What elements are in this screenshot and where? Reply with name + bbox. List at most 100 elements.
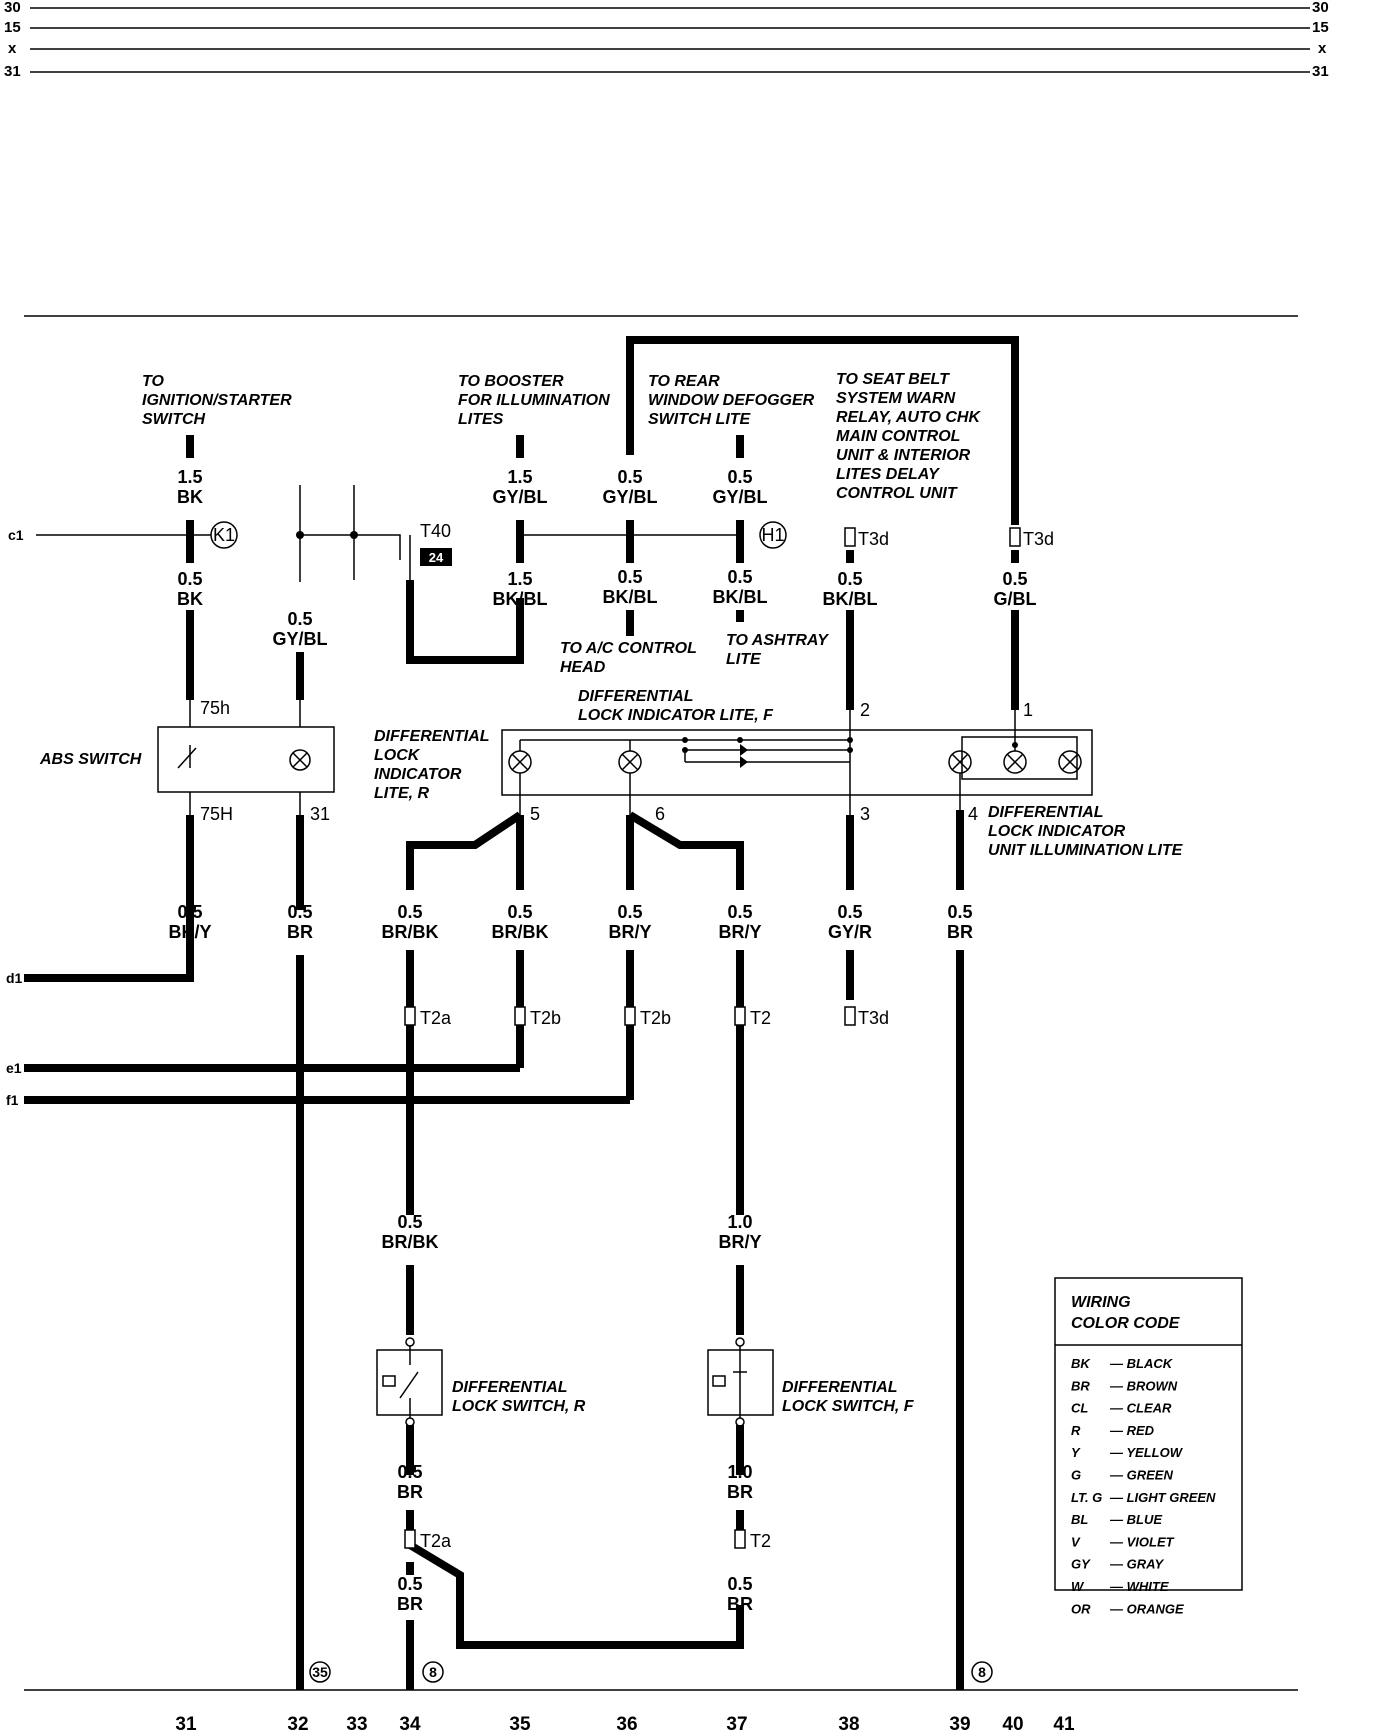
ground-35-label: 35	[312, 1664, 328, 1680]
wire-16-color: BR/Y	[608, 922, 651, 942]
svg-text:0.5GY/BL: 0.5GY/BL	[602, 467, 657, 507]
wire-8-color: GY/BL	[712, 487, 767, 507]
bus-label-31-left: 31	[4, 63, 21, 80]
note-defogger-2: WINDOW DEFOGGER	[648, 392, 815, 409]
k1-marker	[210, 521, 238, 549]
ground-35-marker	[309, 1661, 331, 1683]
note-diff-lite-r-4: LITE, R	[374, 785, 430, 802]
note-defogger-1: TO REAR	[648, 373, 720, 390]
note-diff-lite-f-1: DIFFERENTIAL	[578, 688, 694, 705]
wire-14-color: BR/BK	[382, 922, 439, 942]
wire-15-color: BR/BK	[492, 922, 549, 942]
wire-22-color: BR	[397, 1482, 423, 1502]
note-seatbelt-5: UNIT & INTERIOR	[836, 447, 971, 464]
legend-code-9: GY	[1071, 1557, 1091, 1572]
note-diff-unit-3: UNIT ILLUMINATION LITE	[988, 842, 1184, 859]
note-diff-lite-r-2: LOCK	[374, 747, 421, 764]
plug-symbols	[404, 527, 1021, 1549]
wires	[24, 336, 1019, 1690]
t3d-label-2: T3d	[1023, 529, 1054, 549]
svg-text:0.5BR/Y: 0.5BR/Y	[718, 902, 761, 942]
pin-6: 6	[655, 804, 665, 824]
note-seatbelt-3: RELAY, AUTO CHK	[836, 409, 981, 426]
legend-color-6: — LIGHT GREEN	[1109, 1490, 1216, 1505]
wire-8-size: 0.5	[727, 467, 752, 487]
t40-pin-badge	[420, 548, 452, 566]
note-diff-unit-2: LOCK INDICATOR	[988, 823, 1126, 840]
note-diff-lite-f-2: LOCK INDICATOR LITE, F	[578, 707, 774, 724]
legend-title-1: WIRING	[1071, 1294, 1131, 1311]
pin-75h: 75h	[200, 698, 230, 718]
wire-3-color: GY/BL	[272, 629, 327, 649]
legend-color-0: — BLACK	[1109, 1356, 1174, 1371]
svg-text:0.5BR/BK: 0.5BR/BK	[492, 902, 549, 942]
legend-code-2: CL	[1071, 1401, 1088, 1416]
bus-label-15-left: 15	[4, 19, 21, 36]
wire-3-size: 0.5	[287, 609, 312, 629]
legend-color-7: — BLUE	[1109, 1512, 1162, 1527]
bus-label-30-right: 30	[1312, 0, 1329, 16]
note-diff-lite-r-3: INDICATOR	[374, 766, 462, 783]
differential-lock-indicator-box	[501, 710, 1093, 815]
bus-label-x-right: x	[1318, 40, 1327, 57]
legend-code-3: R	[1071, 1423, 1081, 1438]
left-references: c1 d1 e1 f1	[6, 527, 24, 1108]
wire-19-size: 0.5	[947, 902, 972, 922]
t40-pin-label: 24	[429, 550, 444, 565]
pin-31: 31	[310, 804, 330, 824]
note-seatbelt-7: CONTROL UNIT	[836, 485, 958, 502]
wire-17-size: 0.5	[727, 902, 752, 922]
ground-8b-marker	[971, 1661, 993, 1683]
ground-8a-label: 8	[429, 1664, 437, 1680]
power-bus: 30 15 x 31 30 15 x 31	[4, 0, 1329, 80]
wire-21-color: BR/Y	[718, 1232, 761, 1252]
wire-5-color: BK/BL	[493, 589, 548, 609]
wire-15-size: 0.5	[507, 902, 532, 922]
legend-color-10: — WHITE	[1109, 1579, 1169, 1594]
wire-10-color: BK/BL	[823, 589, 878, 609]
wire-16-size: 0.5	[617, 902, 642, 922]
ref-d1: d1	[6, 970, 23, 986]
wire-22-size: 0.5	[397, 1462, 422, 1482]
t2-label-1: T2	[750, 1008, 771, 1028]
pin-labels: 75h 75H 31 1 2 3 4 5 6	[200, 698, 1033, 824]
ground-8a-marker	[422, 1661, 444, 1683]
t3d-label-1: T3d	[858, 529, 889, 549]
note-ignition-2: IGNITION/STARTER	[142, 392, 292, 409]
wire-25-size: 0.5	[727, 1574, 752, 1594]
note-diff-unit-1: DIFFERENTIAL	[988, 804, 1104, 821]
legend-code-8: V	[1071, 1534, 1081, 1549]
wire-21-size: 1.0	[727, 1212, 752, 1232]
svg-text:0.5G/BL: 0.5G/BL	[994, 569, 1037, 609]
legend-code-10: W	[1071, 1579, 1085, 1594]
pin-3: 3	[860, 804, 870, 824]
svg-text:1.0BR/Y: 1.0BR/Y	[718, 1212, 761, 1252]
note-seatbelt-1: TO SEAT BELT	[836, 371, 950, 388]
abs-switch-box	[157, 700, 335, 815]
differential-lock-switch-r-box	[376, 1337, 443, 1427]
h1-label: H1	[761, 525, 784, 545]
svg-text:0.5BR/BK: 0.5BR/BK	[382, 1212, 439, 1252]
column-number-36: 36	[616, 1714, 637, 1735]
legend-color-4: — YELLOW	[1109, 1445, 1184, 1460]
wire-18-color: GY/R	[828, 922, 872, 942]
legend-color-8: — VIOLET	[1109, 1534, 1175, 1549]
note-booster-2: FOR ILLUMINATION	[458, 392, 610, 409]
note-switch-f-1: DIFFERENTIAL	[782, 1379, 898, 1396]
svg-text:1.5GY/BL: 1.5GY/BL	[492, 467, 547, 507]
wire-10-size: 0.5	[837, 569, 862, 589]
svg-text:0.5GY/BL: 0.5GY/BL	[712, 467, 767, 507]
bus-label-x-left: x	[8, 40, 17, 57]
note-booster-3: LITES	[458, 411, 504, 428]
column-number-37: 37	[726, 1714, 747, 1735]
wire-25-color: BR	[727, 1594, 753, 1614]
wire-2-size: 0.5	[177, 569, 202, 589]
svg-text:0.5GY/R: 0.5GY/R	[828, 902, 872, 942]
note-diff-lite-r-1: DIFFERENTIAL	[374, 728, 490, 745]
wire-9-size: 0.5	[727, 567, 752, 587]
